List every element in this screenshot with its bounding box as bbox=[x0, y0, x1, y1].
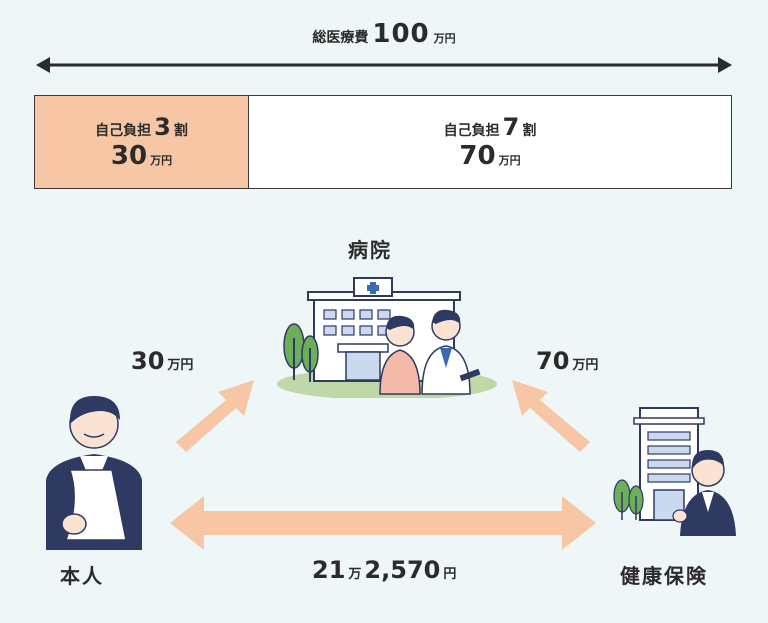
patient-share-amount: 30 bbox=[110, 141, 148, 171]
refund-amount: 21 万 2,570 円 bbox=[312, 556, 456, 584]
insurance-payment-value: 70 bbox=[536, 347, 570, 375]
patient-share-segment: 自己負担 3 割 30 万円 bbox=[35, 96, 249, 188]
refund-man-value: 21 bbox=[312, 556, 346, 584]
insurer-share-label: 自己負担 bbox=[443, 123, 500, 139]
patient-share-ratio: 3 bbox=[154, 113, 171, 141]
insurance-payment-unit: 万円 bbox=[572, 358, 599, 373]
hospital-icon bbox=[277, 277, 497, 398]
insurer-share-ratio-unit: 割 bbox=[522, 123, 537, 139]
insurer-share-segment: 自己負担 7 割 70 万円 bbox=[249, 96, 731, 188]
total-double-arrow-icon bbox=[36, 57, 732, 73]
insurance-to-hospital-arrow-icon bbox=[512, 380, 590, 452]
patient-payment-amount: 30 万円 bbox=[131, 347, 193, 375]
total-unit: 万円 bbox=[433, 32, 456, 45]
refund-double-arrow-icon bbox=[170, 496, 596, 550]
patient-share-unit: 万円 bbox=[150, 154, 173, 167]
insurer-share-unit: 万円 bbox=[498, 154, 521, 167]
patient-share-ratio-unit: 割 bbox=[173, 123, 188, 139]
insurance-building-icon bbox=[613, 407, 736, 536]
tree-icon bbox=[613, 479, 644, 520]
patient-payment-value: 30 bbox=[131, 347, 165, 375]
patient-share-label: 自己負担 bbox=[95, 123, 152, 139]
refund-rest-value: 2,570 bbox=[364, 556, 441, 584]
hospital-label: 病院 bbox=[348, 238, 392, 262]
patient-icon bbox=[46, 396, 142, 550]
tree-icon bbox=[283, 323, 319, 382]
patient-label: 本人 bbox=[60, 564, 104, 588]
total-amount: 100 bbox=[372, 19, 430, 49]
insurance-label: 健康保険 bbox=[620, 564, 708, 588]
patient-to-hospital-arrow-icon bbox=[176, 380, 254, 452]
insurer-share-ratio: 7 bbox=[502, 113, 520, 141]
insurer-share-amount: 70 bbox=[459, 141, 496, 171]
patient-payment-unit: 万円 bbox=[167, 358, 194, 373]
cost-split-bar: 自己負担 3 割 30 万円 自己負担 7 割 70 万円 bbox=[34, 95, 732, 189]
total-label-text: 総医療費 bbox=[312, 30, 369, 46]
refund-unit: 円 bbox=[443, 567, 457, 582]
insurance-payment-amount: 70 万円 bbox=[536, 347, 598, 375]
refund-man-unit: 万 bbox=[348, 567, 362, 582]
